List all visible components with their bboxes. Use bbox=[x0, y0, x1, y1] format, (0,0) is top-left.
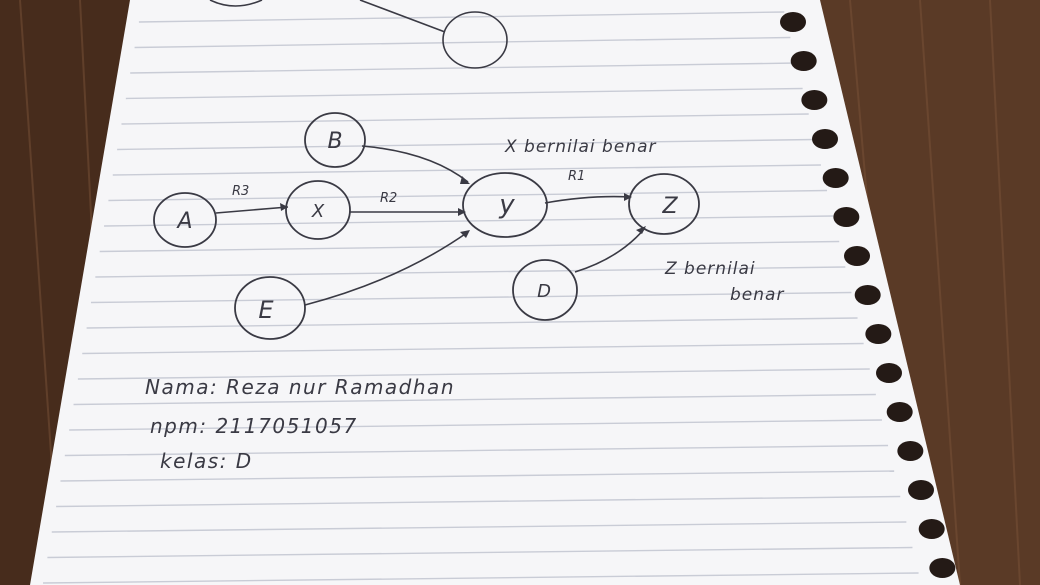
signature-name: Nama: Reza nur Ramadhan bbox=[145, 375, 455, 399]
spiral-hole bbox=[918, 519, 945, 539]
ruled-line bbox=[56, 495, 901, 508]
node-x-circle bbox=[285, 180, 351, 240]
edge-label-r3: R3 bbox=[232, 184, 249, 199]
previous-diagram-fragment bbox=[209, 0, 508, 69]
spiral-hole bbox=[886, 402, 913, 422]
ruled-line bbox=[138, 11, 785, 23]
edge-label-r1: R1 bbox=[568, 169, 585, 184]
ruled-line bbox=[73, 393, 876, 406]
spiral-hole bbox=[801, 90, 828, 110]
ruled-line bbox=[43, 572, 919, 584]
spiral-hole bbox=[908, 480, 935, 500]
ruled-line bbox=[99, 240, 840, 253]
note-x-true: X bernilai benar bbox=[504, 137, 657, 157]
arrowhead-y-from-x bbox=[458, 208, 466, 216]
spiral-holes bbox=[780, 12, 956, 578]
node-y-circle bbox=[462, 172, 548, 238]
edge-d-z bbox=[574, 227, 646, 273]
spiral-hole bbox=[812, 129, 839, 149]
spiral-hole bbox=[822, 168, 849, 188]
node-z-circle bbox=[628, 173, 700, 235]
edge-y-z bbox=[544, 195, 631, 204]
ruled-line bbox=[77, 368, 870, 380]
edge-e-y bbox=[304, 231, 469, 306]
paper-sheet bbox=[30, 0, 960, 585]
spiral-hole bbox=[844, 246, 871, 266]
arrowhead-y-from-e bbox=[460, 230, 470, 238]
edge-b-y bbox=[361, 145, 469, 183]
diagram-nodes bbox=[153, 112, 700, 340]
note-z-true-line2: benar bbox=[730, 285, 784, 305]
edge-a-x bbox=[215, 206, 289, 214]
ruled-line bbox=[60, 470, 895, 482]
ruled-line bbox=[95, 266, 846, 278]
ruled-line bbox=[82, 342, 864, 355]
spiral-hole bbox=[780, 12, 807, 32]
ruled-line bbox=[86, 317, 858, 329]
edge-label-r2: R2 bbox=[380, 191, 397, 206]
ruled-line bbox=[108, 189, 828, 202]
spiral-hole bbox=[865, 324, 892, 344]
note-z-true-line1: Z bernilai bbox=[664, 259, 756, 279]
node-e-circle bbox=[234, 276, 306, 340]
ruled-lines bbox=[43, 11, 919, 584]
ruled-line bbox=[51, 521, 907, 533]
node-a-label: A bbox=[175, 209, 192, 234]
ruled-line bbox=[130, 62, 797, 74]
node-y-label: y bbox=[498, 190, 515, 220]
ruled-line bbox=[134, 36, 791, 49]
spiral-hole bbox=[876, 363, 903, 383]
spiral-hole bbox=[929, 558, 956, 578]
node-z-label: Z bbox=[661, 194, 678, 219]
ruled-line bbox=[47, 546, 913, 559]
ruled-line bbox=[64, 444, 889, 457]
arrowhead-y-from-b bbox=[460, 176, 470, 184]
spiral-hole bbox=[854, 285, 881, 305]
diagram-edges bbox=[215, 145, 646, 306]
ruled-line bbox=[69, 419, 882, 431]
spiral-hole bbox=[897, 441, 924, 461]
node-d-circle bbox=[512, 259, 578, 321]
arrowhead-x bbox=[280, 203, 288, 211]
spiral-hole bbox=[833, 207, 860, 227]
signature-npm: npm: 2117051057 bbox=[150, 414, 358, 438]
node-d-label: D bbox=[537, 281, 551, 302]
arrowhead-z-from-y bbox=[624, 193, 632, 201]
ruled-line bbox=[112, 164, 821, 176]
spiral-hole bbox=[790, 51, 817, 71]
node-e-label: E bbox=[258, 296, 274, 324]
node-a-circle bbox=[153, 192, 217, 248]
node-b-label: B bbox=[327, 129, 342, 154]
ruled-line bbox=[121, 113, 809, 125]
ruled-line bbox=[90, 291, 852, 304]
ruled-line bbox=[117, 138, 815, 151]
node-b-circle bbox=[304, 112, 366, 168]
node-x-label: X bbox=[311, 201, 325, 222]
signature-class: kelas: D bbox=[160, 449, 253, 473]
ruled-line bbox=[125, 87, 803, 100]
arrowheads bbox=[280, 176, 646, 238]
